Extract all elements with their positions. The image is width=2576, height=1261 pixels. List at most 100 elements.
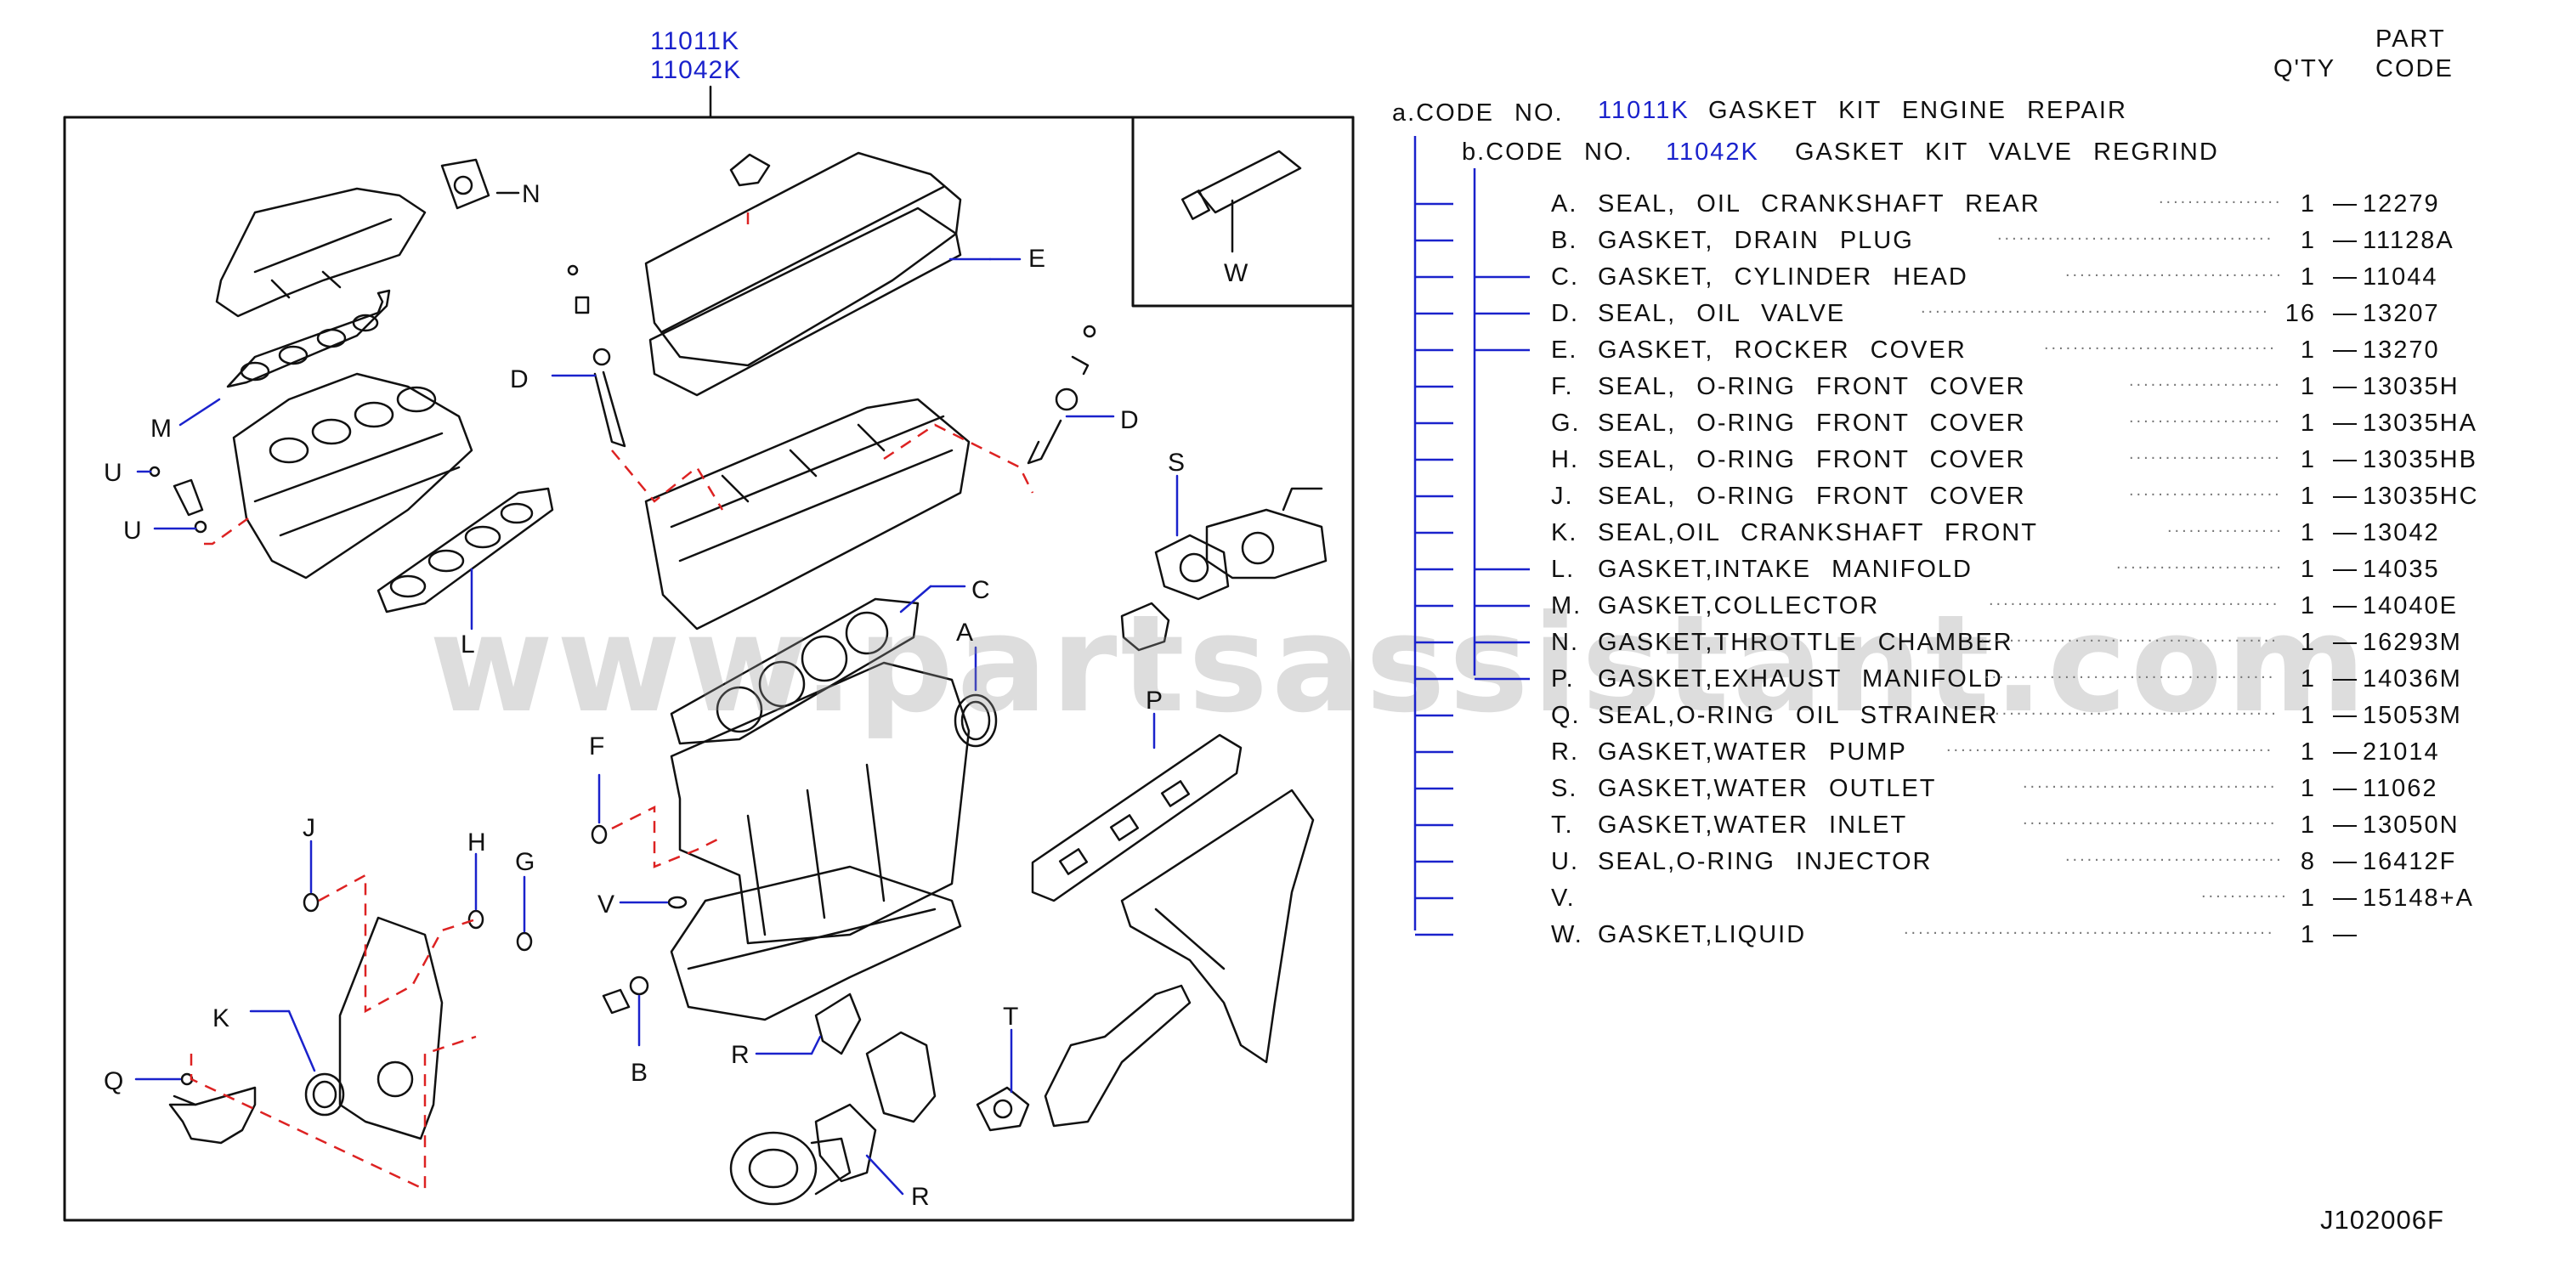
callout-d-right[interactable]: D: [1120, 406, 1139, 434]
callout-g[interactable]: G: [515, 848, 535, 876]
legend-part-code[interactable]: 13035HA: [2363, 410, 2477, 437]
kit-code-top-a[interactable]: 11011K: [650, 27, 739, 55]
legend-leader-dots: ......................................: [1997, 225, 2274, 244]
legend-dash: [2333, 423, 2357, 425]
callout-j[interactable]: J: [303, 814, 315, 842]
legend-dash: [2333, 715, 2357, 717]
legend-part-code[interactable]: 16412F: [2363, 848, 2457, 875]
callout-c[interactable]: C: [971, 576, 990, 604]
callout-u-top[interactable]: U: [104, 459, 122, 487]
legend-leader-dots: ................: [2167, 517, 2284, 536]
callout-u-bottom[interactable]: U: [123, 517, 142, 545]
callout-r-bottom[interactable]: R: [911, 1183, 930, 1211]
legend-part-code[interactable]: 13035HB: [2363, 446, 2477, 473]
callout-w[interactable]: W: [1224, 259, 1248, 287]
legend-part-code[interactable]: 14040E: [2363, 592, 2458, 619]
head-gasket-c: [670, 597, 920, 745]
legend-part-code[interactable]: 13207: [2363, 300, 2440, 327]
callout-t[interactable]: T: [1003, 1003, 1019, 1031]
legend-part-code[interactable]: 21014: [2363, 738, 2440, 766]
legend-letter: W.: [1551, 921, 1583, 948]
callout-v[interactable]: V: [597, 891, 615, 919]
callout-n[interactable]: N: [522, 180, 541, 208]
legend-letter: F.: [1551, 373, 1574, 400]
injector-ring-u-top: [149, 466, 161, 478]
legend-part-code[interactable]: 15053M: [2363, 702, 2462, 729]
intake-gasket-l: [376, 487, 554, 614]
oil-strainer-drawing: [168, 1086, 257, 1145]
legend-description: SEAL,O-RING OIL STRAINER: [1598, 702, 1999, 729]
legend-description: SEAL,OIL CRANKSHAFT FRONT: [1598, 519, 2038, 546]
legend-letter: B.: [1551, 227, 1578, 254]
legend-leader-dots: .....................: [2129, 444, 2282, 463]
drain-gasket-b: [629, 975, 649, 996]
liquid-gasket-tube: [1180, 150, 1302, 253]
header-part: PART: [2375, 25, 2446, 53]
header-qty: Q'TY: [2273, 55, 2336, 82]
legend-leader-dots: ........................................: [1984, 664, 2276, 682]
upper-gasket-r: [814, 992, 862, 1055]
callout-q[interactable]: Q: [104, 1067, 124, 1095]
legend-qty: 1: [2300, 263, 2316, 291]
legend-qty: 16: [2284, 300, 2316, 327]
callout-l[interactable]: L: [461, 630, 475, 659]
legend-leader-dots: ........................................…: [1904, 919, 2275, 938]
callout-d-left[interactable]: D: [510, 365, 529, 393]
legend-part-code[interactable]: 13035H: [2363, 373, 2460, 400]
legend-part-code[interactable]: 16293M: [2363, 629, 2462, 656]
legend-part-code[interactable]: 13035HC: [2363, 483, 2479, 510]
callout-s[interactable]: S: [1168, 449, 1186, 477]
water-pump-gasket-r: [814, 1103, 877, 1183]
drain-plug: [602, 988, 631, 1015]
callout-m[interactable]: M: [150, 415, 172, 443]
legend-description: SEAL,O-RING INJECTOR: [1598, 848, 1933, 875]
legend-description: SEAL, O-RING FRONT COVER: [1598, 410, 2026, 437]
callout-p[interactable]: P: [1146, 687, 1163, 715]
oring-g: [516, 931, 533, 952]
legend-part-code[interactable]: 15148+A: [2363, 885, 2474, 912]
callout-f[interactable]: F: [589, 732, 605, 761]
legend-letter: T.: [1551, 811, 1574, 839]
legend-part-code[interactable]: 14035: [2363, 556, 2440, 583]
diagram-frame: [63, 116, 1355, 1222]
legend-part-code[interactable]: 11128A: [2363, 227, 2454, 254]
legend-letter: R.: [1551, 738, 1579, 766]
legend-letter: Q.: [1551, 702, 1581, 729]
collector-drawing: [215, 187, 427, 318]
callout-a[interactable]: A: [956, 619, 974, 647]
legend-letter: U.: [1551, 848, 1579, 875]
kit-code-top-b[interactable]: 11042K: [650, 56, 742, 84]
rear-seal-a: [954, 693, 998, 748]
injector-ring-u-bottom: [194, 520, 207, 534]
legend-leader-dots: .................: [2159, 189, 2283, 207]
water-outlet-gasket-s: [1154, 534, 1230, 601]
legend-description: GASKET,WATER PUMP: [1598, 738, 1907, 766]
legend-letter: N.: [1551, 629, 1579, 656]
legend-letter: S.: [1551, 775, 1578, 802]
legend-qty: 1: [2300, 190, 2316, 218]
legend-part-code[interactable]: 13270: [2363, 336, 2440, 364]
callout-k[interactable]: K: [212, 1004, 230, 1032]
legend-qty: 1: [2300, 811, 2316, 839]
legend-description: SEAL, O-RING FRONT COVER: [1598, 373, 2026, 400]
legend-description: GASKET,LIQUID: [1598, 921, 1807, 948]
water-inlet-housing: [865, 1031, 937, 1123]
callout-b[interactable]: B: [631, 1059, 648, 1087]
legend-part-code[interactable]: 12279: [2363, 190, 2440, 218]
callout-r-top[interactable]: R: [731, 1041, 750, 1069]
legend-part-code[interactable]: 11044: [2363, 263, 2438, 291]
legend-part-code[interactable]: 13050N: [2363, 811, 2460, 839]
legend-part-code[interactable]: 11062: [2363, 775, 2438, 802]
callout-h[interactable]: H: [467, 828, 486, 857]
kit-b-code[interactable]: 11042K: [1666, 139, 1759, 166]
throttle-gasket-n: [440, 158, 490, 210]
kit-a-code[interactable]: 11011K: [1598, 97, 1690, 124]
front-seal-k: [304, 1072, 345, 1117]
legend-part-code[interactable]: 13042: [2363, 519, 2440, 546]
legend-dash: [2333, 569, 2357, 571]
callout-e[interactable]: E: [1028, 245, 1046, 273]
legend-letter: A.: [1551, 190, 1578, 218]
legend-leader-dots: ........................................…: [1980, 627, 2279, 646]
legend-part-code[interactable]: 14036M: [2363, 665, 2462, 693]
legend-dash: [2333, 752, 2357, 754]
